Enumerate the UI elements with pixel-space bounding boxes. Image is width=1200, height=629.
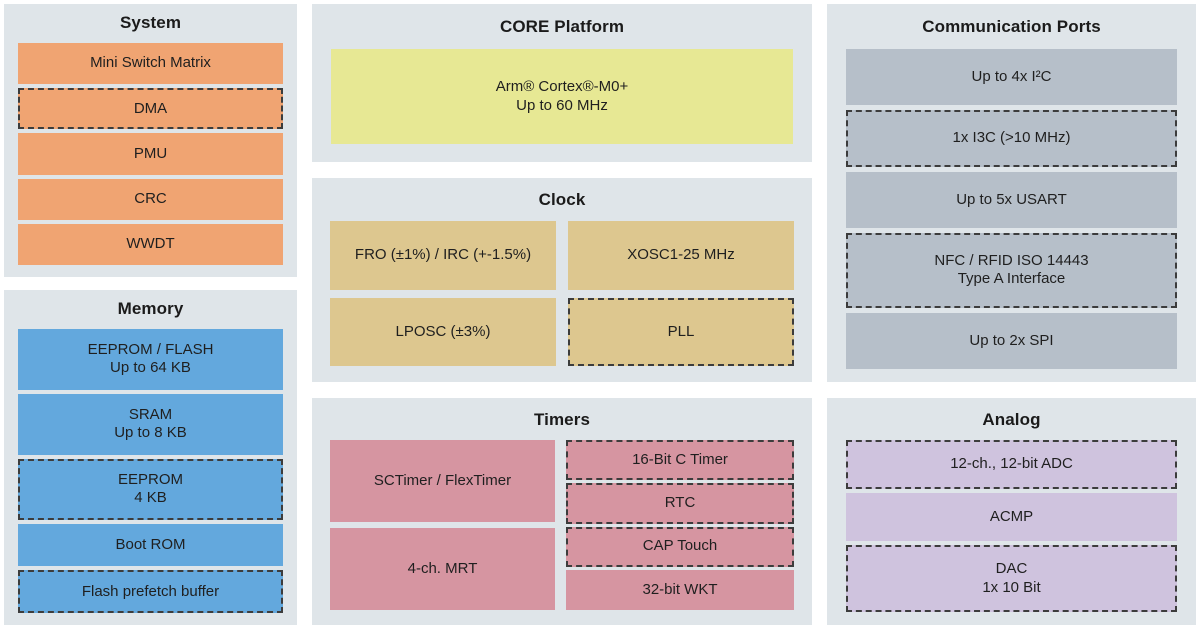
panel-system-title: System (119, 13, 182, 32)
block-wwdt[interactable]: WWDT (18, 223, 283, 266)
block-dma[interactable]: DMA (18, 88, 283, 130)
block-label: 16-Bit C Timer (632, 450, 728, 468)
block-label: WWDT (126, 235, 175, 253)
timers-right-column: 16-Bit C Timer RTC CAP Touch 32-bit WKT (566, 440, 794, 610)
block-label: RTC (664, 494, 696, 512)
block-label: SCTimer / FlexTimer (373, 471, 512, 489)
block-label-line2: Up to 60 MHz (516, 96, 608, 114)
block-label-line2: Up to 8 KB (114, 424, 187, 442)
block-label: XOSC1-25 MHz (627, 246, 735, 264)
block-label: 1x I3C (>10 MHz) (952, 129, 1071, 147)
block-label-line1: EEPROM (117, 471, 183, 488)
block-acmp[interactable]: ACMP (846, 492, 1177, 542)
block-label-line1: SRAM (128, 406, 173, 424)
block-rtc[interactable]: RTC (566, 483, 794, 524)
block-label-line1: DAC (995, 560, 1028, 578)
panel-communication-ports-title: Communication Ports (922, 17, 1101, 36)
panel-clock-body: FRO (±1%) / IRC (+-1.5%) XOSC1-25 MHz LP… (312, 221, 812, 382)
block-label: Flash prefetch buffer (81, 582, 220, 600)
block-4ch-mrt[interactable]: 4-ch. MRT (330, 528, 555, 610)
block-label: Up to 2x SPI (969, 331, 1054, 349)
block-label: 4-ch. MRT (407, 559, 478, 577)
block-label-line2: Type A Interface (957, 270, 1066, 288)
panel-timers-title: Timers (533, 410, 591, 429)
block-spi[interactable]: Up to 2x SPI (846, 312, 1177, 370)
block-label: Boot ROM (115, 535, 186, 553)
panel-analog-title: Analog (982, 410, 1041, 429)
block-32bit-wkt[interactable]: 32-bit WKT (566, 569, 794, 610)
block-fro-irc[interactable]: FRO (±1%) / IRC (+-1.5%) (330, 221, 556, 290)
panel-communication-ports: Communication Ports Up to 4x I²C 1x I3C … (827, 4, 1196, 382)
block-lposc[interactable]: LPOSC (±3%) (330, 297, 556, 366)
block-label-line1: EEPROM / FLASH (87, 341, 214, 359)
block-label-line2: Up to 64 KB (110, 359, 191, 377)
block-mini-switch-matrix[interactable]: Mini Switch Matrix (18, 43, 283, 85)
panel-communication-ports-body: Up to 4x I²C 1x I3C (>10 MHz) Up to 5x U… (827, 49, 1196, 382)
block-label-line2: 1x 10 Bit (982, 578, 1041, 596)
block-label: PLL (667, 322, 695, 340)
block-label-line2: 4 KB (134, 489, 167, 507)
panel-core-platform-body: Arm® Cortex®-M0+Up to 60 MHz (312, 49, 812, 162)
panel-core-platform: CORE Platform Arm® Cortex®-M0+Up to 60 M… (312, 4, 812, 162)
block-i3c[interactable]: 1x I3C (>10 MHz) (846, 110, 1177, 167)
panel-clock-title: Clock (538, 190, 586, 209)
block-i2c[interactable]: Up to 4x I²C (846, 49, 1177, 106)
block-label-line1: NFC / RFID ISO 14443 (934, 252, 1089, 270)
block-sctimer-flextimer[interactable]: SCTimer / FlexTimer (330, 440, 555, 522)
block-xosc1-25mhz[interactable]: XOSC1-25 MHz (568, 221, 794, 290)
block-label: 12-ch., 12-bit ADC (950, 455, 1073, 473)
panel-system: System Mini Switch Matrix DMA PMU CRC WW… (4, 4, 297, 277)
block-pll[interactable]: PLL (568, 297, 794, 366)
panel-clock: Clock FRO (±1%) / IRC (+-1.5%) XOSC1-25 … (312, 178, 812, 382)
block-label: CRC (134, 190, 167, 208)
block-adc[interactable]: 12-ch., 12-bit ADC (846, 440, 1177, 489)
block-label: LPOSC (±3%) (395, 322, 491, 340)
panel-timers: Timers SCTimer / FlexTimer 4-ch. MRT 16-… (312, 398, 812, 625)
block-label: Up to 4x I²C (971, 68, 1052, 86)
block-label-line1: Arm® Cortex®-M0+ (495, 78, 629, 96)
block-usart[interactable]: Up to 5x USART (846, 171, 1177, 229)
panel-timers-body: SCTimer / FlexTimer 4-ch. MRT 16-Bit C T… (312, 440, 812, 625)
block-label: ACMP (989, 507, 1034, 525)
block-16bit-c-timer[interactable]: 16-Bit C Timer (566, 440, 794, 481)
block-label: Mini Switch Matrix (90, 54, 211, 72)
panel-memory-title: Memory (117, 299, 184, 318)
block-label: 32-bit WKT (642, 580, 718, 598)
block-cap-touch[interactable]: CAP Touch (566, 526, 794, 567)
panel-core-platform-title: CORE Platform (499, 17, 625, 36)
block-label: PMU (133, 144, 168, 162)
block-label: DMA (133, 99, 168, 117)
block-pmu[interactable]: PMU (18, 133, 283, 175)
block-label: FRO (±1%) / IRC (+-1.5%) (354, 246, 532, 264)
block-arm-cortex-m0plus[interactable]: Arm® Cortex®-M0+Up to 60 MHz (331, 49, 793, 144)
block-flash-prefetch-buffer[interactable]: Flash prefetch buffer (18, 570, 283, 614)
block-crc[interactable]: CRC (18, 178, 283, 220)
timers-left-column: SCTimer / FlexTimer 4-ch. MRT (330, 440, 555, 610)
block-label: Arm® Cortex®-M0+Up to 60 MHz (496, 78, 629, 115)
block-label: CAP Touch (642, 537, 718, 555)
block-label: Up to 5x USART (956, 190, 1067, 208)
panel-system-body: Mini Switch Matrix DMA PMU CRC WWDT (4, 43, 297, 277)
block-boot-rom[interactable]: Boot ROM (18, 523, 283, 567)
